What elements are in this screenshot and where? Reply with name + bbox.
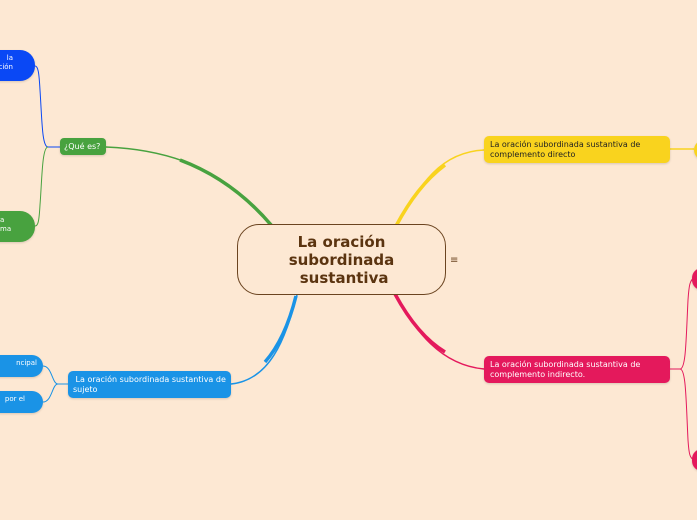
hamburger-menu-icon[interactable]: ≡: [450, 255, 459, 266]
topic-complemento-indirecto[interactable]: La oración subordinada sustantiva de com…: [484, 356, 670, 383]
topic-complemento-indirecto-label: La oración subordinada sustantiva de com…: [490, 360, 643, 379]
subtopic-que-es-child-2[interactable]: a ma: [0, 211, 35, 242]
central-topic-label: La oración subordinada sustantiva: [288, 232, 395, 287]
subtopic-complemento-indirecto-child-2[interactable]: [692, 449, 697, 471]
subtopic-que-es-child-1-label: la ción: [0, 54, 13, 71]
subtopic-complemento-directo-child[interactable]: [694, 140, 697, 160]
topic-complemento-directo-label: La oración subordinada sustantiva de com…: [490, 140, 643, 159]
topic-que-es[interactable]: ¿Qué es?: [60, 138, 106, 155]
topic-sujeto[interactable]: La oración subordinada sustantiva de suj…: [68, 371, 231, 398]
central-topic[interactable]: La oración subordinada sustantiva: [237, 224, 446, 295]
subtopic-sujeto-child-2-label: por el: [4, 395, 25, 403]
subtopic-que-es-child-1[interactable]: la ción: [0, 50, 35, 81]
topic-complemento-directo[interactable]: La oración subordinada sustantiva de com…: [484, 136, 670, 163]
subtopic-complemento-indirecto-child-1[interactable]: [692, 268, 697, 290]
topic-que-es-label: ¿Qué es?: [64, 142, 101, 151]
topic-sujeto-label: La oración subordinada sustantiva de suj…: [73, 375, 229, 394]
subtopic-sujeto-child-1-label: ncipal: [16, 359, 37, 367]
subtopic-sujeto-child-2[interactable]: por el: [0, 391, 43, 413]
subtopic-sujeto-child-1[interactable]: ncipal: [0, 355, 43, 377]
subtopic-que-es-child-2-label: a ma: [0, 216, 12, 233]
